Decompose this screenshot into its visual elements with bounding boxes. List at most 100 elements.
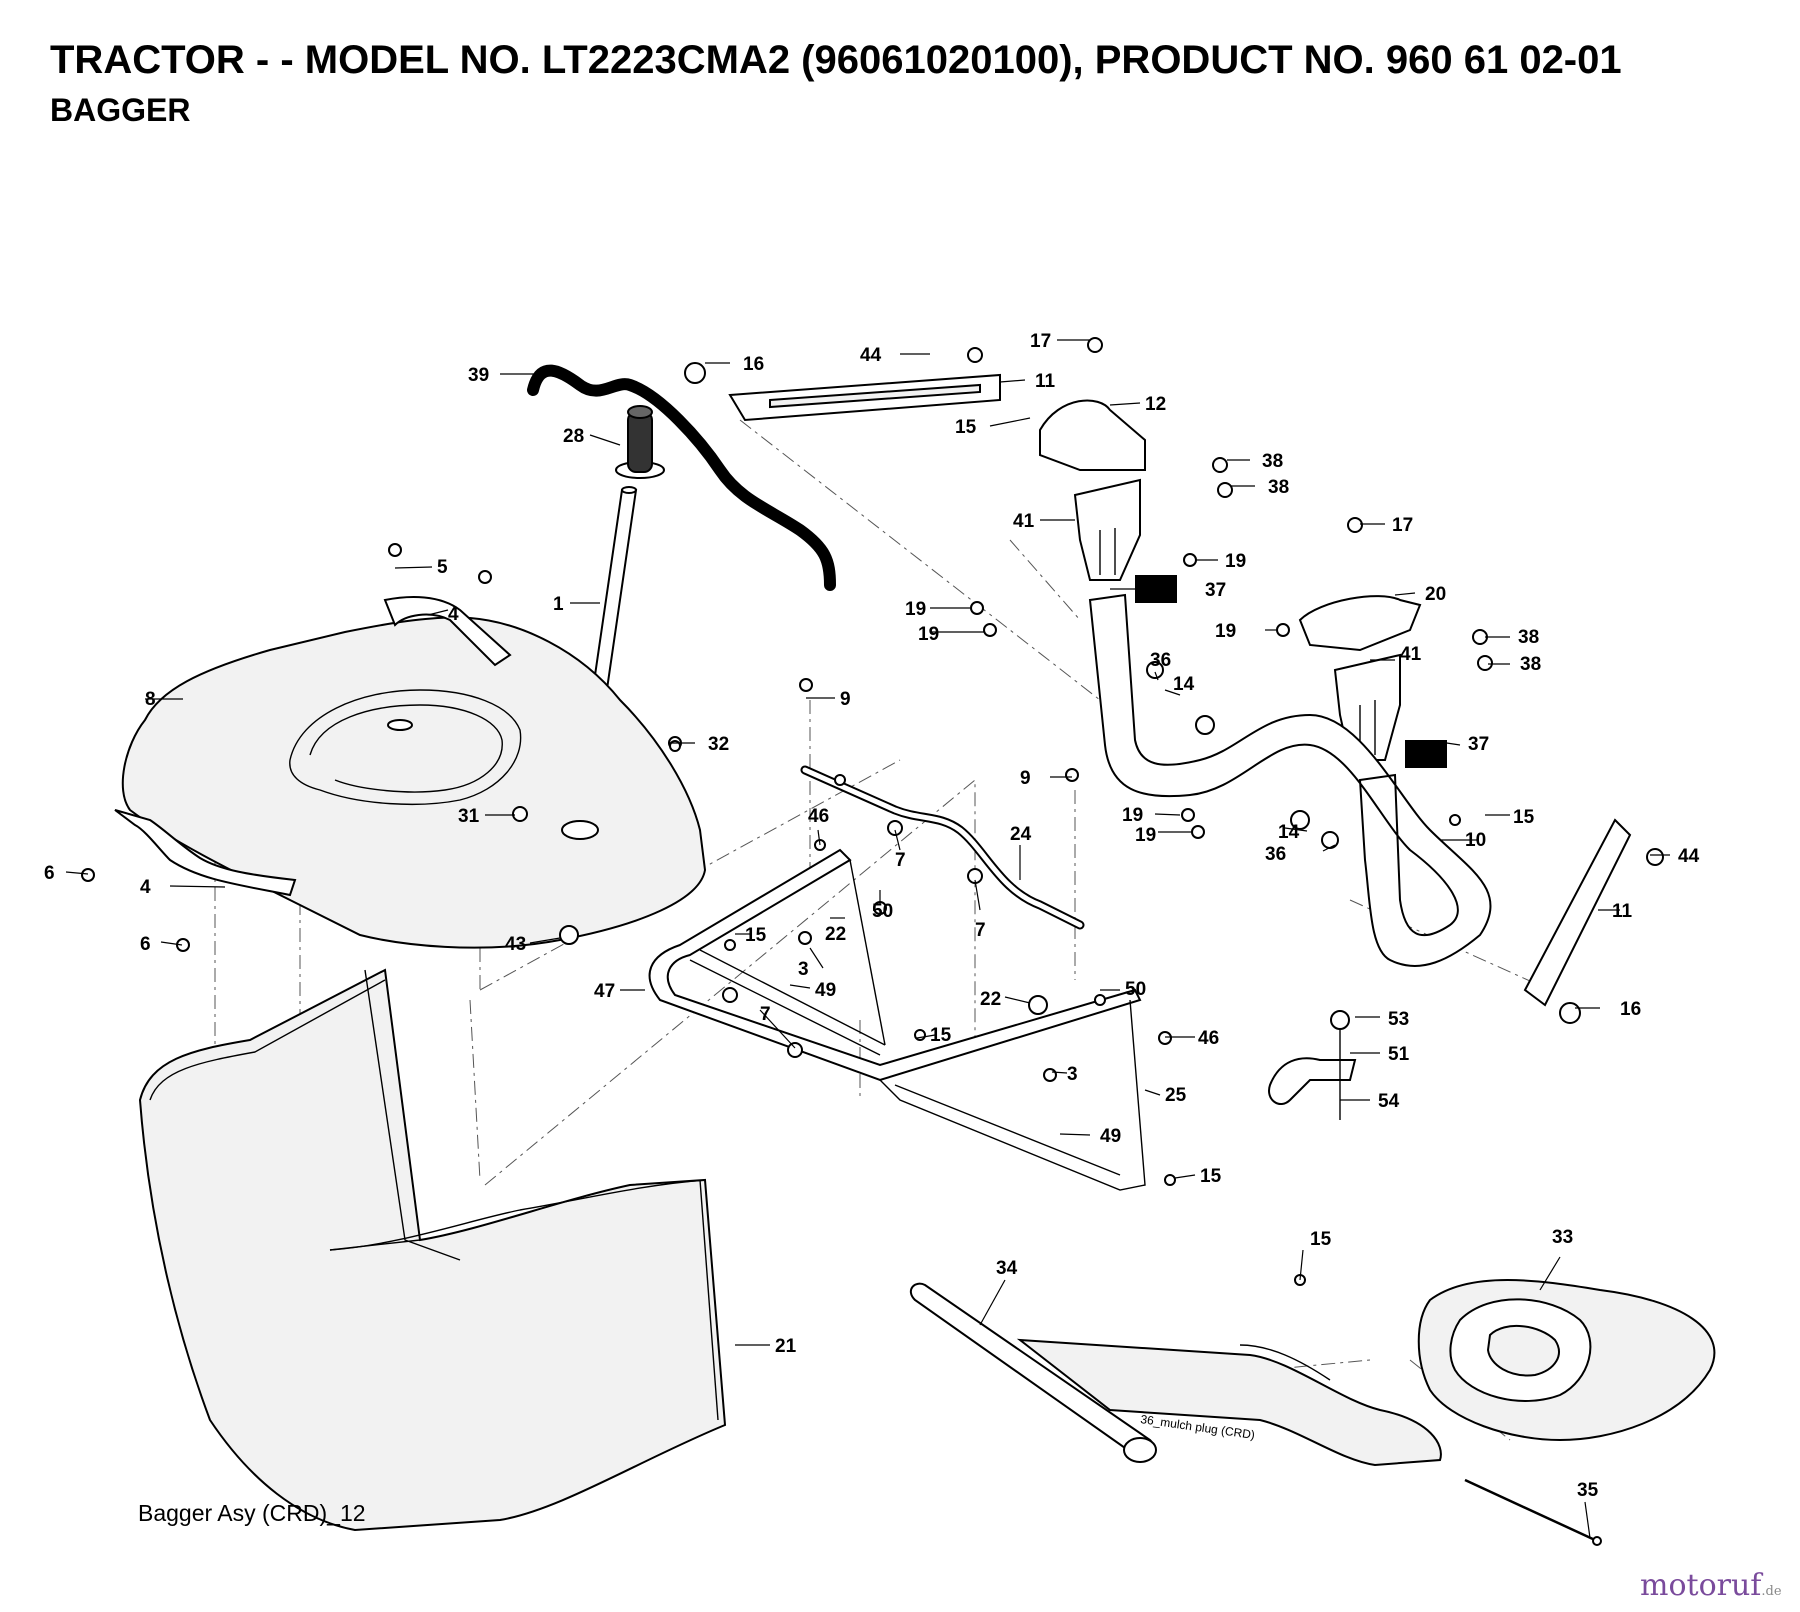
callout-38: 38 (1268, 477, 1289, 498)
callout-7: 7 (760, 1004, 771, 1025)
callout-19: 19 (1225, 551, 1246, 572)
callout-20: 20 (1425, 584, 1446, 605)
watermark-tld: .de (1761, 1584, 1782, 1599)
callout-53: 53 (1388, 1009, 1409, 1030)
callout-11: 11 (1035, 371, 1056, 392)
callout-12: 12 (1145, 394, 1166, 415)
callout-19: 19 (905, 599, 926, 620)
part-4-handle-top (383, 596, 512, 667)
callout-32: 32 (708, 734, 729, 755)
callout-49: 49 (815, 980, 836, 1001)
fasteners (81, 337, 1664, 1286)
callout-36: 36 (1150, 650, 1171, 671)
callout-16: 16 (743, 354, 764, 375)
part-8-lid (121, 616, 707, 949)
part-41-clamp-left (1073, 478, 1141, 581)
callout-38: 38 (1520, 654, 1541, 675)
callout-21: 21 (775, 1336, 797, 1357)
callout-38: 38 (1518, 627, 1539, 648)
part-33-chute (1417, 1279, 1716, 1442)
callout-7: 7 (975, 920, 986, 941)
callout-24: 24 (1010, 824, 1032, 845)
callout-19: 19 (918, 624, 939, 645)
callout-51: 51 (1388, 1044, 1410, 1065)
callout-37: 37 (1205, 580, 1226, 601)
callout-25: 25 (1165, 1085, 1187, 1106)
callout-4: 4 (448, 604, 459, 625)
callout-15: 15 (930, 1025, 952, 1046)
callout-16: 16 (1620, 999, 1641, 1020)
callout-46: 46 (808, 806, 829, 827)
callout-37: 37 (1468, 734, 1489, 755)
callout-19: 19 (1122, 805, 1143, 826)
callout-14: 14 (1278, 822, 1300, 843)
watermark-logo: motoruf.de (1640, 1568, 1782, 1603)
callout-15: 15 (1200, 1166, 1222, 1187)
page-subtitle: BAGGER (50, 92, 191, 128)
callout-36: 36 (1265, 844, 1286, 865)
callout-15: 15 (1310, 1229, 1332, 1250)
callout-35: 35 (1577, 1480, 1599, 1501)
leader-lines (65, 339, 1670, 1539)
callout-43: 43 (505, 934, 526, 955)
callout-17: 17 (1392, 515, 1413, 536)
part-34-tube (909, 1282, 1157, 1463)
callout-38: 38 (1262, 451, 1283, 472)
callout-47: 47 (594, 981, 615, 1002)
callout-labels: 1 3 3 4 4 5 6 6 7 7 7 8 9 9 10 11 11 12 … (44, 331, 1700, 1501)
part-20-bracket (1298, 595, 1422, 652)
callout-15: 15 (955, 417, 977, 438)
callout-8: 8 (145, 689, 156, 710)
callout-15: 15 (1513, 807, 1535, 828)
part-24-rod (800, 765, 1085, 930)
part-11-bracket-top (728, 373, 1001, 422)
part-10-tube-frame (1088, 593, 1492, 967)
part-28-grip (615, 405, 665, 479)
watermark-brand: motoruf (1640, 1568, 1762, 1603)
callout-7: 7 (895, 850, 906, 871)
callout-9: 9 (840, 689, 851, 710)
callout-17: 17 (1030, 331, 1051, 352)
callout-44: 44 (860, 345, 882, 366)
part-11-bracket-right (1523, 818, 1632, 1007)
part-35-pin (1464, 1478, 1602, 1546)
callout-3: 3 (1067, 1064, 1078, 1085)
part-37-cap-bottom (1405, 740, 1447, 768)
callout-22: 22 (980, 989, 1001, 1010)
callout-5: 5 (437, 557, 448, 578)
callout-44: 44 (1678, 846, 1700, 867)
callout-15: 15 (745, 925, 767, 946)
callout-50: 50 (872, 901, 893, 922)
diagram-caption: Bagger Asy (CRD)_12 (138, 1500, 366, 1526)
callout-31: 31 (458, 806, 480, 827)
callout-19: 19 (1135, 825, 1156, 846)
callout-6: 6 (44, 863, 55, 884)
callout-19: 19 (1215, 621, 1236, 642)
page-title: TRACTOR - - MODEL NO. LT2223CMA2 (960610… (50, 38, 1622, 82)
callout-41: 41 (1400, 644, 1422, 665)
part-4-handle-bottom (114, 809, 297, 897)
callout-11: 11 (1612, 901, 1633, 922)
part-36-mulch-plug (1016, 1338, 1442, 1467)
callout-34: 34 (996, 1258, 1018, 1279)
callout-39: 39 (468, 365, 489, 386)
callout-28: 28 (563, 426, 584, 447)
callout-49: 49 (1100, 1126, 1121, 1147)
callout-41: 41 (1013, 511, 1035, 532)
callout-22: 22 (825, 924, 846, 945)
callout-46: 46 (1198, 1028, 1219, 1049)
callout-14: 14 (1173, 674, 1195, 695)
callout-54: 54 (1378, 1091, 1400, 1112)
callout-4: 4 (140, 877, 151, 898)
callout-33: 33 (1552, 1227, 1573, 1248)
callout-6: 6 (140, 934, 151, 955)
callout-50: 50 (1125, 979, 1146, 1000)
callout-10: 10 (1465, 830, 1486, 851)
part-21-bag (138, 968, 727, 1532)
callout-3: 3 (798, 959, 809, 980)
part-12-bracket (1039, 399, 1146, 471)
part-39-bar (527, 364, 836, 591)
callout-9: 9 (1020, 768, 1031, 789)
